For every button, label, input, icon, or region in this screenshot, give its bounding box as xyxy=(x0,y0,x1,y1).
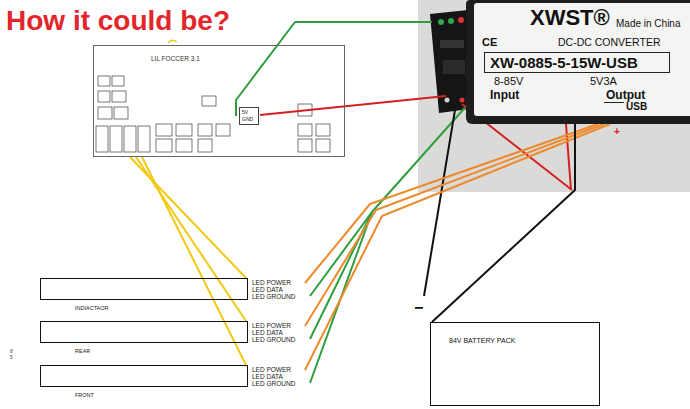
led-strip: LED POWERLED DATALED GROUNDINDIACTAOR xyxy=(40,278,305,300)
pin-name: LED GROUND xyxy=(252,336,295,343)
connector xyxy=(156,139,172,152)
wire-connector xyxy=(136,157,246,321)
voltage-range: 8-85V xyxy=(494,75,523,88)
connector xyxy=(98,107,112,119)
port-name: USB xyxy=(626,101,647,113)
chip xyxy=(443,60,465,74)
power-wire xyxy=(260,96,446,115)
led-strip: LED POWERLED DATALED GROUNDREAR xyxy=(40,321,305,343)
pin-name: LED POWER xyxy=(252,322,291,329)
connector xyxy=(198,124,212,136)
ground-wire xyxy=(236,22,432,116)
connector xyxy=(112,91,126,102)
strip-name: REAR xyxy=(75,348,90,354)
pin-name: 5V xyxy=(242,109,248,115)
port-name: Input xyxy=(490,88,519,102)
output-rating: 5V3A xyxy=(590,75,617,88)
connector xyxy=(114,107,128,119)
controller-board: 5VGND LIL FOCCER 3.1 xyxy=(93,45,345,157)
connector xyxy=(98,91,110,102)
connector xyxy=(96,126,108,152)
pad xyxy=(438,19,444,25)
pin-name: LED DATA xyxy=(252,373,283,380)
connector xyxy=(316,139,330,152)
pin-name: LED GROUND xyxy=(252,380,295,387)
pin-name: LED DATA xyxy=(252,329,283,336)
pin-name: LED POWER xyxy=(252,279,291,286)
connector xyxy=(198,139,212,152)
model-number: XW-0885-5-15W-USB xyxy=(490,54,638,72)
connector xyxy=(98,76,110,86)
connector xyxy=(156,124,172,136)
dc-dc-converter: XWST® Made in ChinaCE DC-DC CONVERTER XW-08… xyxy=(466,0,690,124)
connector xyxy=(216,124,230,136)
connector xyxy=(110,126,122,152)
squiggle xyxy=(168,40,177,43)
strip-name: INDIACTAOR xyxy=(75,305,109,311)
wire-connector xyxy=(305,124,604,326)
board-connectors xyxy=(96,76,330,152)
pin-name: GND xyxy=(242,116,253,122)
page-note: 8 5 xyxy=(10,348,14,360)
diagram-title: How it could be? xyxy=(6,4,230,37)
polarity-sign: + xyxy=(614,126,620,138)
wires xyxy=(236,22,572,383)
strip-body xyxy=(40,365,248,387)
connector xyxy=(176,139,192,152)
wire-connector xyxy=(142,157,246,365)
board-name: LIL FOCCER 3.1 xyxy=(151,55,200,63)
output-mark xyxy=(604,102,624,103)
pin-name: LED GROUND xyxy=(252,293,295,300)
negative-wire xyxy=(424,110,455,296)
origin-note: Made in China xyxy=(616,18,680,30)
connector xyxy=(202,96,216,106)
connector xyxy=(316,124,330,136)
pin-name: LED DATA xyxy=(252,286,283,293)
strip-name: FRONT xyxy=(75,392,94,398)
ground-wire xyxy=(310,102,470,296)
brand-name: XWST® xyxy=(530,5,610,30)
pad xyxy=(458,17,464,23)
wire-connector xyxy=(305,124,598,283)
connector xyxy=(112,76,124,86)
strip-body xyxy=(40,278,248,300)
led-strip: LED POWERLED DATALED GROUNDFRONT xyxy=(40,365,305,387)
connector xyxy=(124,126,136,152)
connector xyxy=(138,126,150,152)
mark: CE xyxy=(482,36,497,49)
photo-ground xyxy=(418,0,690,192)
strip-body xyxy=(40,321,248,343)
pad xyxy=(448,18,454,24)
wire-connector xyxy=(305,124,610,370)
connector xyxy=(176,124,192,136)
device-type: DC-DC CONVERTER xyxy=(558,36,660,49)
pad xyxy=(460,98,465,103)
connector xyxy=(298,139,312,152)
connector xyxy=(298,124,312,136)
battery-name: 84V BATTERY PACK xyxy=(449,336,515,345)
port-name: Output xyxy=(606,88,645,102)
power-connector: 5VGND xyxy=(239,107,259,125)
polarity-sign: − xyxy=(414,299,423,317)
pad xyxy=(445,98,450,103)
battery-pack: 84V BATTERY PACK xyxy=(430,322,600,406)
chip xyxy=(440,40,464,48)
wire-connector xyxy=(432,124,575,322)
pin-name: LED POWER xyxy=(252,366,291,373)
